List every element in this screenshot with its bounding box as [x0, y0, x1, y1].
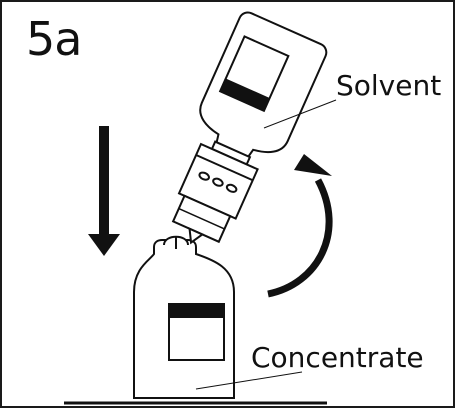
arrow-down-icon [88, 126, 120, 256]
solvent-vial-assembly [171, 11, 328, 245]
solvent-leader-line [263, 99, 337, 129]
concentrate-label: Concentrate [251, 341, 424, 374]
curved-arrow-icon [267, 154, 333, 298]
concentrate-vial [133, 235, 303, 399]
step-label: 5a [26, 12, 82, 66]
concentrate-leader-line [195, 371, 303, 390]
solvent-label: Solvent [336, 69, 442, 102]
